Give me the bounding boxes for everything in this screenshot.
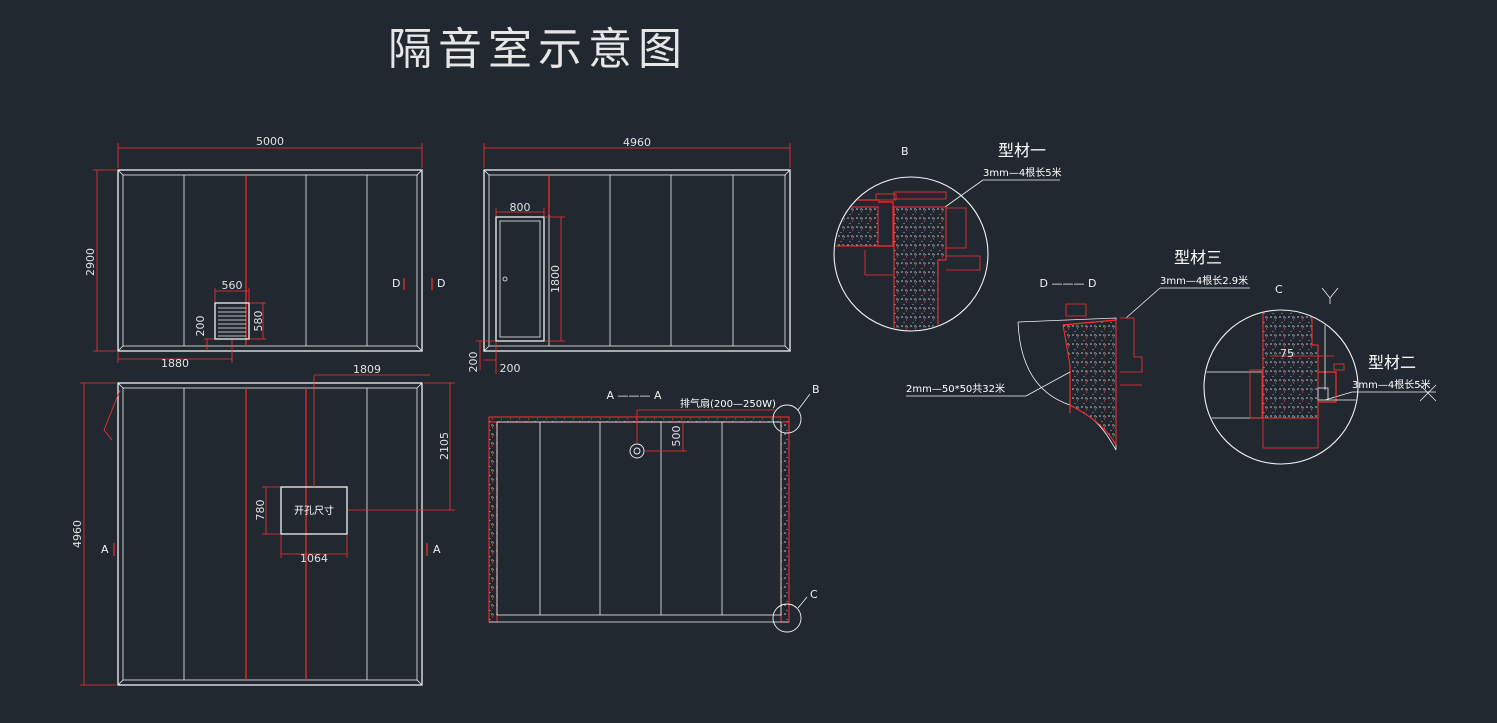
vent-grille-icon [214, 302, 250, 340]
fan-offset-dim: 500 [670, 426, 683, 447]
profile-two-note: 3mm—4根长5米 [1352, 378, 1431, 391]
fan-note: 排气扇(200—250W) [680, 397, 776, 410]
cross-mark-icon [1419, 384, 1437, 402]
front-width-dim: 5000 [256, 135, 284, 148]
detail-callout-c-circle [772, 603, 802, 633]
detail-b-label: B [901, 145, 909, 158]
door-left-offset-dim: 200 [500, 362, 521, 375]
drawing-title: 隔音室示意图 [388, 24, 688, 75]
front-height-dim: 2900 [84, 248, 97, 276]
plan-section-mark-a-left: A [101, 543, 109, 556]
vent-left-offset-dim: 1880 [161, 357, 189, 370]
vent-height-dim: 580 [252, 311, 265, 332]
detail-c: C 型材二 3mm—4根长5米 75 [1203, 283, 1437, 465]
opening-offset-y-dim: 2105 [438, 432, 451, 460]
opening-label: 开孔尺寸 [294, 504, 334, 517]
plan-top-view: 4960 开孔尺寸 1809 2105 780 1064 A A [71, 363, 455, 686]
profile-one-name: 型材一 [998, 141, 1046, 160]
side-width-dim: 4960 [623, 136, 651, 149]
door-icon [495, 216, 545, 342]
door-width-dim: 800 [510, 201, 531, 214]
detail-c-label: C [1275, 283, 1283, 296]
opening-offset-x-dim: 1809 [353, 363, 381, 376]
door-height-dim: 1800 [549, 265, 562, 293]
plan-depth-dim: 4960 [71, 520, 84, 548]
section-mark-d-right: D [437, 277, 445, 290]
detail-callout-b: B [812, 383, 820, 396]
front-elevation: 5000 2900 560 580 200 1880 [84, 135, 445, 370]
exhaust-fan-icon [629, 443, 645, 459]
detail-b: B 型材一 3mm—4根长5米 [833, 141, 1062, 332]
vent-bottom-offset-dim: 200 [194, 316, 207, 337]
detail-callout-b-circle [772, 404, 802, 434]
detail-dd-label: D ——— D [1040, 277, 1097, 290]
angle-steel-note: 2mm—50*50共32米 [906, 382, 1005, 395]
section-a-a: A ——— A 排气扇(200—250W) 500 B C [488, 383, 820, 633]
section-aa-label: A ——— A [606, 389, 662, 402]
y-axis-mark-icon [1321, 287, 1339, 304]
detail-d-d: D ——— D 型材三 3mm—4根长2.9米 2mm—50*50共32米 [906, 248, 1250, 451]
profile-three-name: 型材三 [1174, 248, 1222, 267]
opening-width-dim: 1064 [300, 552, 328, 565]
detail-c-dim: 75 [1280, 347, 1294, 360]
profile-two-name: 型材二 [1368, 353, 1416, 372]
door-bottom-offset-dim: 200 [467, 352, 480, 373]
profile-three-note: 3mm—4根长2.9米 [1160, 274, 1248, 287]
detail-callout-c: C [810, 588, 818, 601]
vent-width-dim: 560 [222, 279, 243, 292]
section-mark-d-left: D [392, 277, 400, 290]
plan-section-mark-a-right: A [433, 543, 441, 556]
side-elevation: 4960 800 1800 200 200 [467, 136, 791, 375]
profile-one-note: 3mm—4根长5米 [983, 166, 1062, 179]
opening-height-dim: 780 [254, 500, 267, 521]
